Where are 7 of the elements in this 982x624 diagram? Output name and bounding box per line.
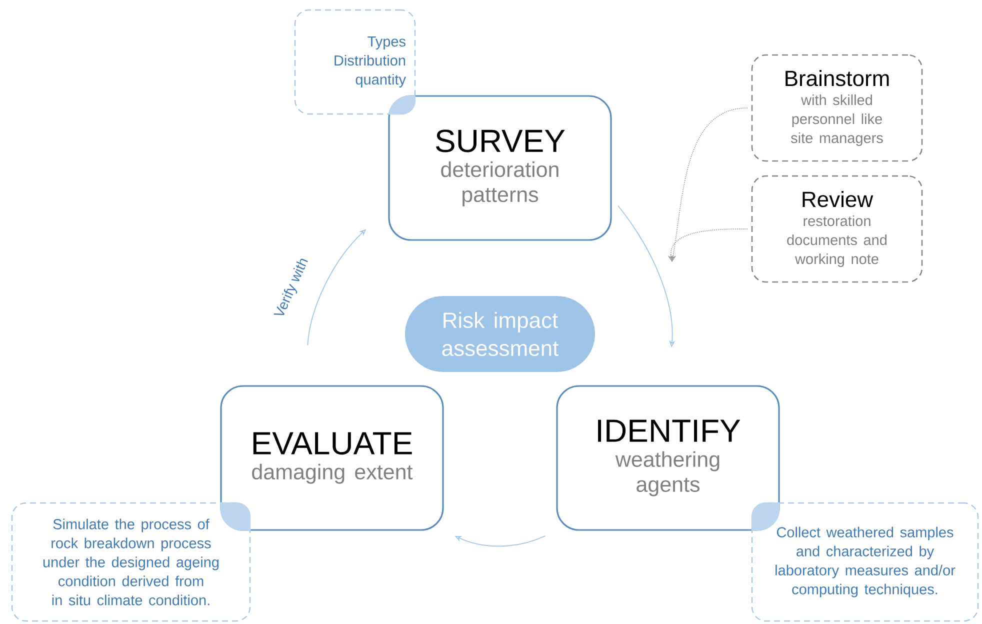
note-box: Simulate the process of rock breakdown process under the designed ageing condition derived from in situ climate condition. <box>11 502 251 622</box>
note-box: Collect weathered samples and characterized by laboratory measures and/or computing techniques. <box>751 502 979 622</box>
source-box: Brainstorm with skilled personnel like site managers <box>751 54 923 162</box>
process-box: EVALUATE damaging extent <box>220 385 444 531</box>
source-box: Review restoration documents and working note <box>751 175 923 283</box>
process-box: SURVEY deterioration patterns <box>388 95 612 241</box>
note-box: Types Distribution quantity <box>294 9 416 115</box>
